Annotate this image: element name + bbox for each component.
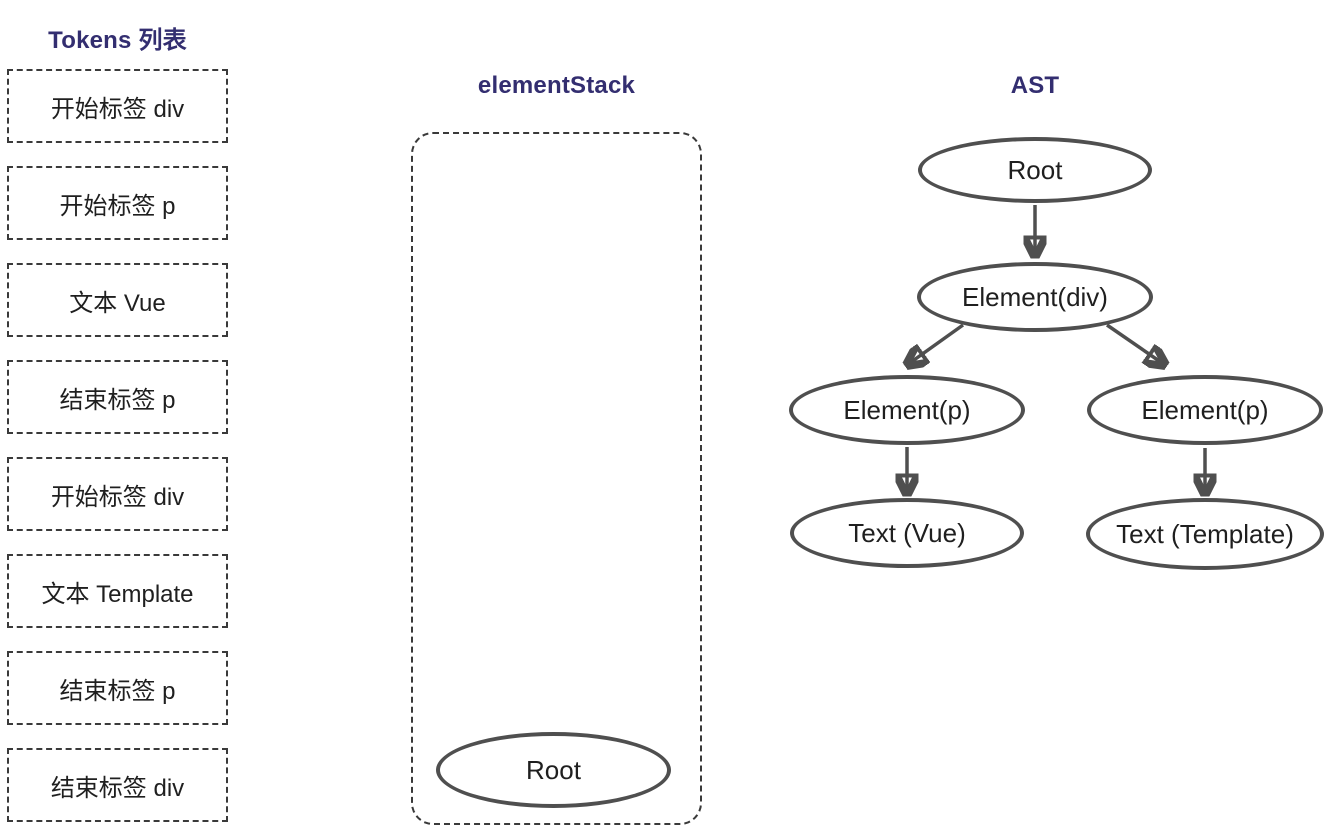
ast-node-text-vue: Text (Vue) <box>790 498 1024 568</box>
ast-node-element-p-left: Element(p) <box>789 375 1025 445</box>
ast-node-text-template: Text (Template) <box>1086 498 1324 570</box>
stack-node-root: Root <box>436 732 671 808</box>
element-stack-title: elementStack <box>477 72 636 99</box>
token-box-end-p-1: 结束标签 p <box>7 360 228 434</box>
ast-node-root: Root <box>918 137 1152 203</box>
token-box-end-div: 结束标签 div <box>7 748 228 822</box>
element-stack-container <box>411 132 702 825</box>
tokens-list: 开始标签 div 开始标签 p 文本 Vue 结束标签 p 开始标签 div 文… <box>7 69 228 822</box>
token-box-text-vue: 文本 Vue <box>7 263 228 337</box>
token-box-start-div-1: 开始标签 div <box>7 69 228 143</box>
token-box-end-p-2: 结束标签 p <box>7 651 228 725</box>
edge-element-div-to-element-p-left <box>907 323 965 365</box>
ast-node-element-div: Element(div) <box>917 262 1153 332</box>
token-box-start-p: 开始标签 p <box>7 166 228 240</box>
tokens-panel-title: Tokens 列表 <box>48 27 187 54</box>
token-box-text-template: 文本 Template <box>7 554 228 628</box>
ast-node-element-p-right: Element(p) <box>1087 375 1323 445</box>
edge-element-div-to-element-p-right <box>1106 323 1165 365</box>
token-box-start-div-2: 开始标签 div <box>7 457 228 531</box>
ast-panel-title: AST <box>1010 72 1060 99</box>
